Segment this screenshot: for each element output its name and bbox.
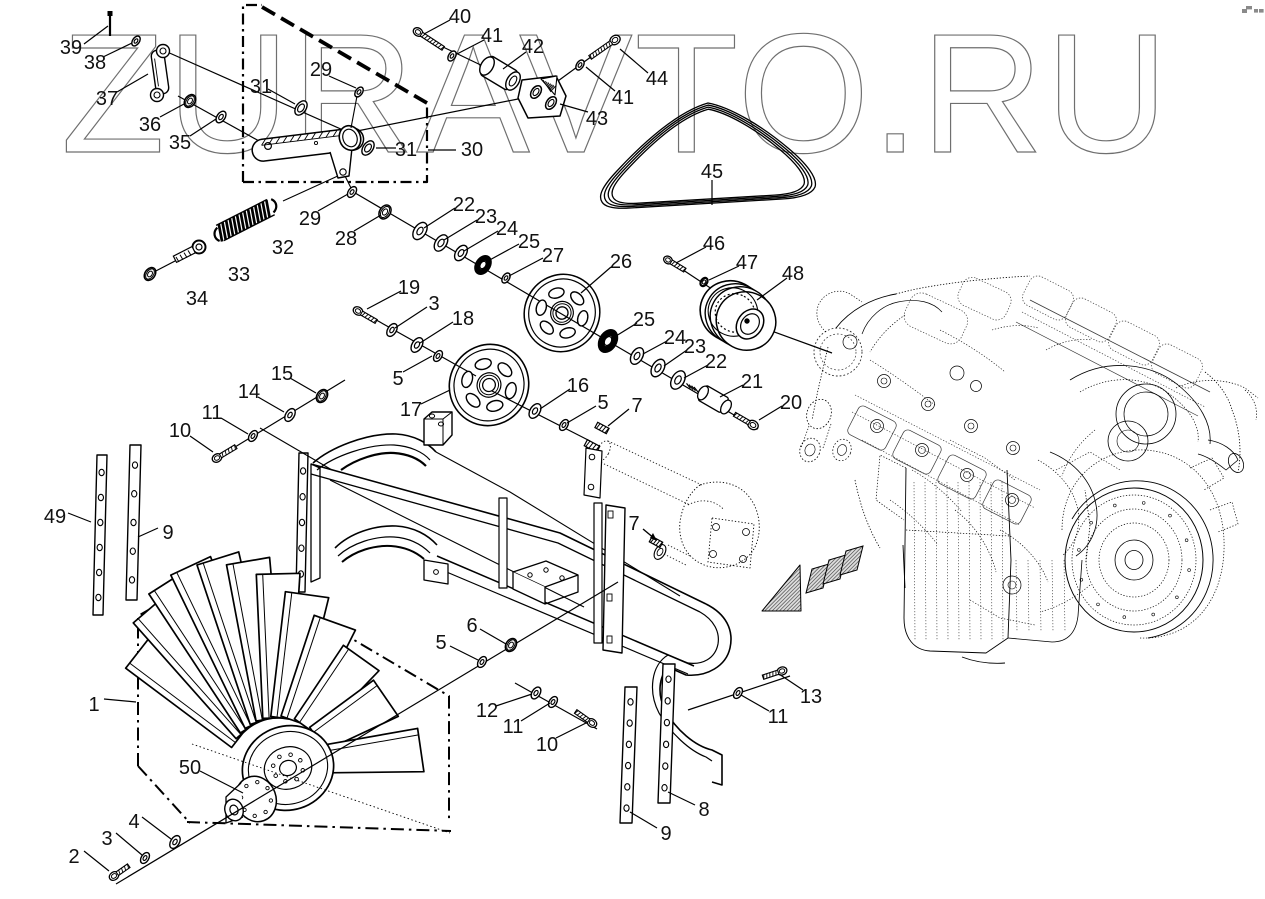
svg-text:41: 41 [481,25,503,47]
svg-text:24: 24 [496,218,518,240]
svg-text:31: 31 [250,76,272,98]
svg-text:18: 18 [452,308,474,330]
svg-text:50: 50 [179,757,201,779]
svg-text:38: 38 [84,52,106,74]
svg-text:34: 34 [186,288,208,310]
svg-text:5: 5 [392,368,403,390]
svg-text:25: 25 [518,231,540,253]
svg-text:32: 32 [272,237,294,259]
svg-text:12: 12 [476,700,498,722]
svg-text:ZURAVTO.RU: ZURAVTO.RU [61,0,1170,189]
svg-text:37: 37 [96,88,118,110]
svg-text:22: 22 [453,194,475,216]
svg-text:31: 31 [395,139,417,161]
svg-text:13: 13 [800,686,822,708]
svg-text:17: 17 [400,399,422,421]
svg-text:4: 4 [128,811,139,833]
svg-text:22: 22 [705,351,727,373]
svg-text:11: 11 [202,402,223,424]
svg-text:19: 19 [398,277,420,299]
svg-text:49: 49 [44,506,66,528]
svg-text:6: 6 [466,615,477,637]
svg-text:35: 35 [169,132,191,154]
svg-text:8: 8 [698,799,709,821]
svg-text:7: 7 [631,395,642,417]
svg-text:43: 43 [586,108,608,130]
svg-text:23: 23 [475,206,497,228]
svg-text:10: 10 [169,420,191,442]
svg-text:40: 40 [449,6,471,28]
svg-text:9: 9 [660,823,671,845]
svg-text:11: 11 [768,706,789,728]
svg-text:5: 5 [435,632,446,654]
svg-text:7: 7 [628,513,639,535]
svg-text:14: 14 [238,381,260,403]
svg-text:29: 29 [310,59,332,81]
svg-text:15: 15 [271,363,293,385]
svg-text:25: 25 [633,309,655,331]
svg-text:42: 42 [522,36,544,58]
svg-text:29: 29 [299,208,321,230]
svg-text:3: 3 [428,293,439,315]
svg-text:2: 2 [68,846,79,868]
svg-text:10: 10 [536,734,558,756]
svg-text:3: 3 [101,828,112,850]
svg-text:1: 1 [88,694,99,716]
svg-text:48: 48 [782,263,804,285]
svg-text:11: 11 [503,716,524,738]
svg-text:39: 39 [60,37,82,59]
svg-text:5: 5 [597,392,608,414]
svg-text:26: 26 [610,251,632,273]
svg-text:24: 24 [664,327,686,349]
svg-text:36: 36 [139,114,161,136]
svg-text:20: 20 [780,392,802,414]
svg-text:27: 27 [542,245,564,267]
svg-text:21: 21 [741,371,763,393]
svg-text:23: 23 [684,336,706,358]
svg-text:33: 33 [228,264,250,286]
svg-text:16: 16 [567,375,589,397]
svg-text:47: 47 [736,252,758,274]
svg-text:46: 46 [703,233,725,255]
svg-text:28: 28 [335,228,357,250]
svg-text:30: 30 [461,139,483,161]
svg-text:9: 9 [162,522,173,544]
svg-text:44: 44 [646,68,668,90]
svg-text:45: 45 [701,161,723,183]
svg-text:41: 41 [612,87,634,109]
